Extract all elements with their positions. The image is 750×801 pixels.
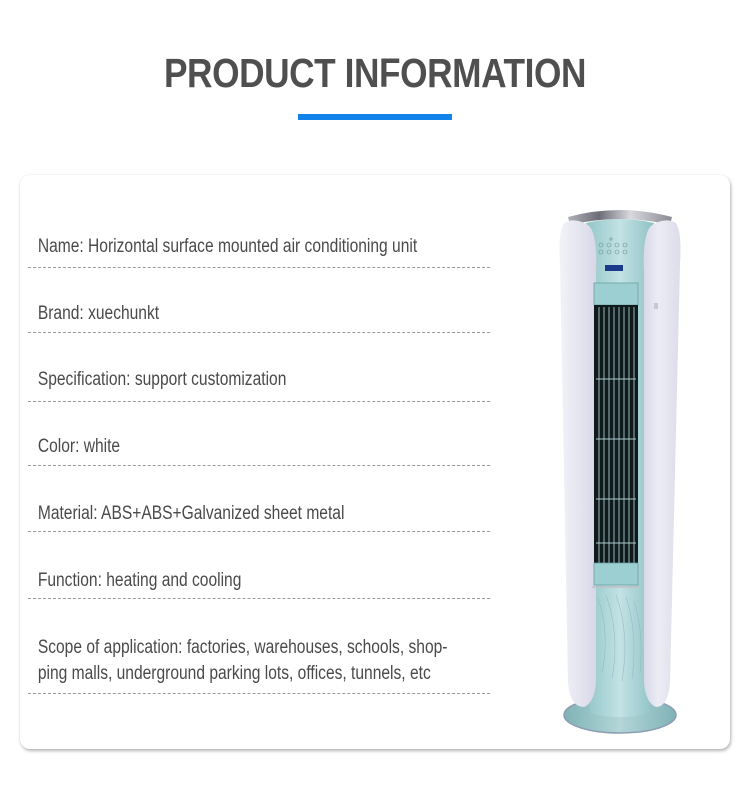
dashed-divider xyxy=(28,267,490,268)
spec-row-brand: Brand: xuechunkt xyxy=(28,301,490,333)
spec-material: Material: ABS+ABS+Galvanized sheet metal xyxy=(37,503,345,524)
product-image xyxy=(540,203,700,738)
spec-row-specification: Specification: support customization xyxy=(28,367,490,402)
spec-specification: Specification: support customization xyxy=(37,369,287,390)
tower-air-conditioner-illustration xyxy=(559,210,681,734)
spec-brand: Brand: xuechunkt xyxy=(37,303,160,324)
dashed-divider xyxy=(28,693,490,694)
spec-row-color: Color: white xyxy=(28,434,490,466)
dashed-divider xyxy=(28,465,490,466)
page-title: PRODUCT INFORMATION xyxy=(163,50,587,96)
dashed-divider xyxy=(28,332,490,333)
dashed-divider xyxy=(28,401,490,402)
dashed-divider xyxy=(28,598,490,599)
title-underline xyxy=(298,114,452,120)
spec-function: Function: heating and cooling xyxy=(37,570,242,591)
spec-row-function: Function: heating and cooling xyxy=(28,568,490,599)
product-info-card: Name: Horizontal surface mounted air con… xyxy=(20,175,730,749)
spec-scope-line1: Scope of application: factories, warehou… xyxy=(37,637,448,658)
spec-color: Color: white xyxy=(37,436,121,457)
spec-row-material: Material: ABS+ABS+Galvanized sheet metal xyxy=(28,501,490,532)
dashed-divider xyxy=(28,531,490,532)
spec-row-scope: Scope of application: factories, warehou… xyxy=(28,635,490,694)
spec-name: Name: Horizontal surface mounted air con… xyxy=(37,236,418,257)
spec-scope-line2: ping malls, underground parking lots, of… xyxy=(37,663,431,684)
spec-list: Name: Horizontal surface mounted air con… xyxy=(20,175,500,749)
spec-row-name: Name: Horizontal surface mounted air con… xyxy=(28,234,490,268)
